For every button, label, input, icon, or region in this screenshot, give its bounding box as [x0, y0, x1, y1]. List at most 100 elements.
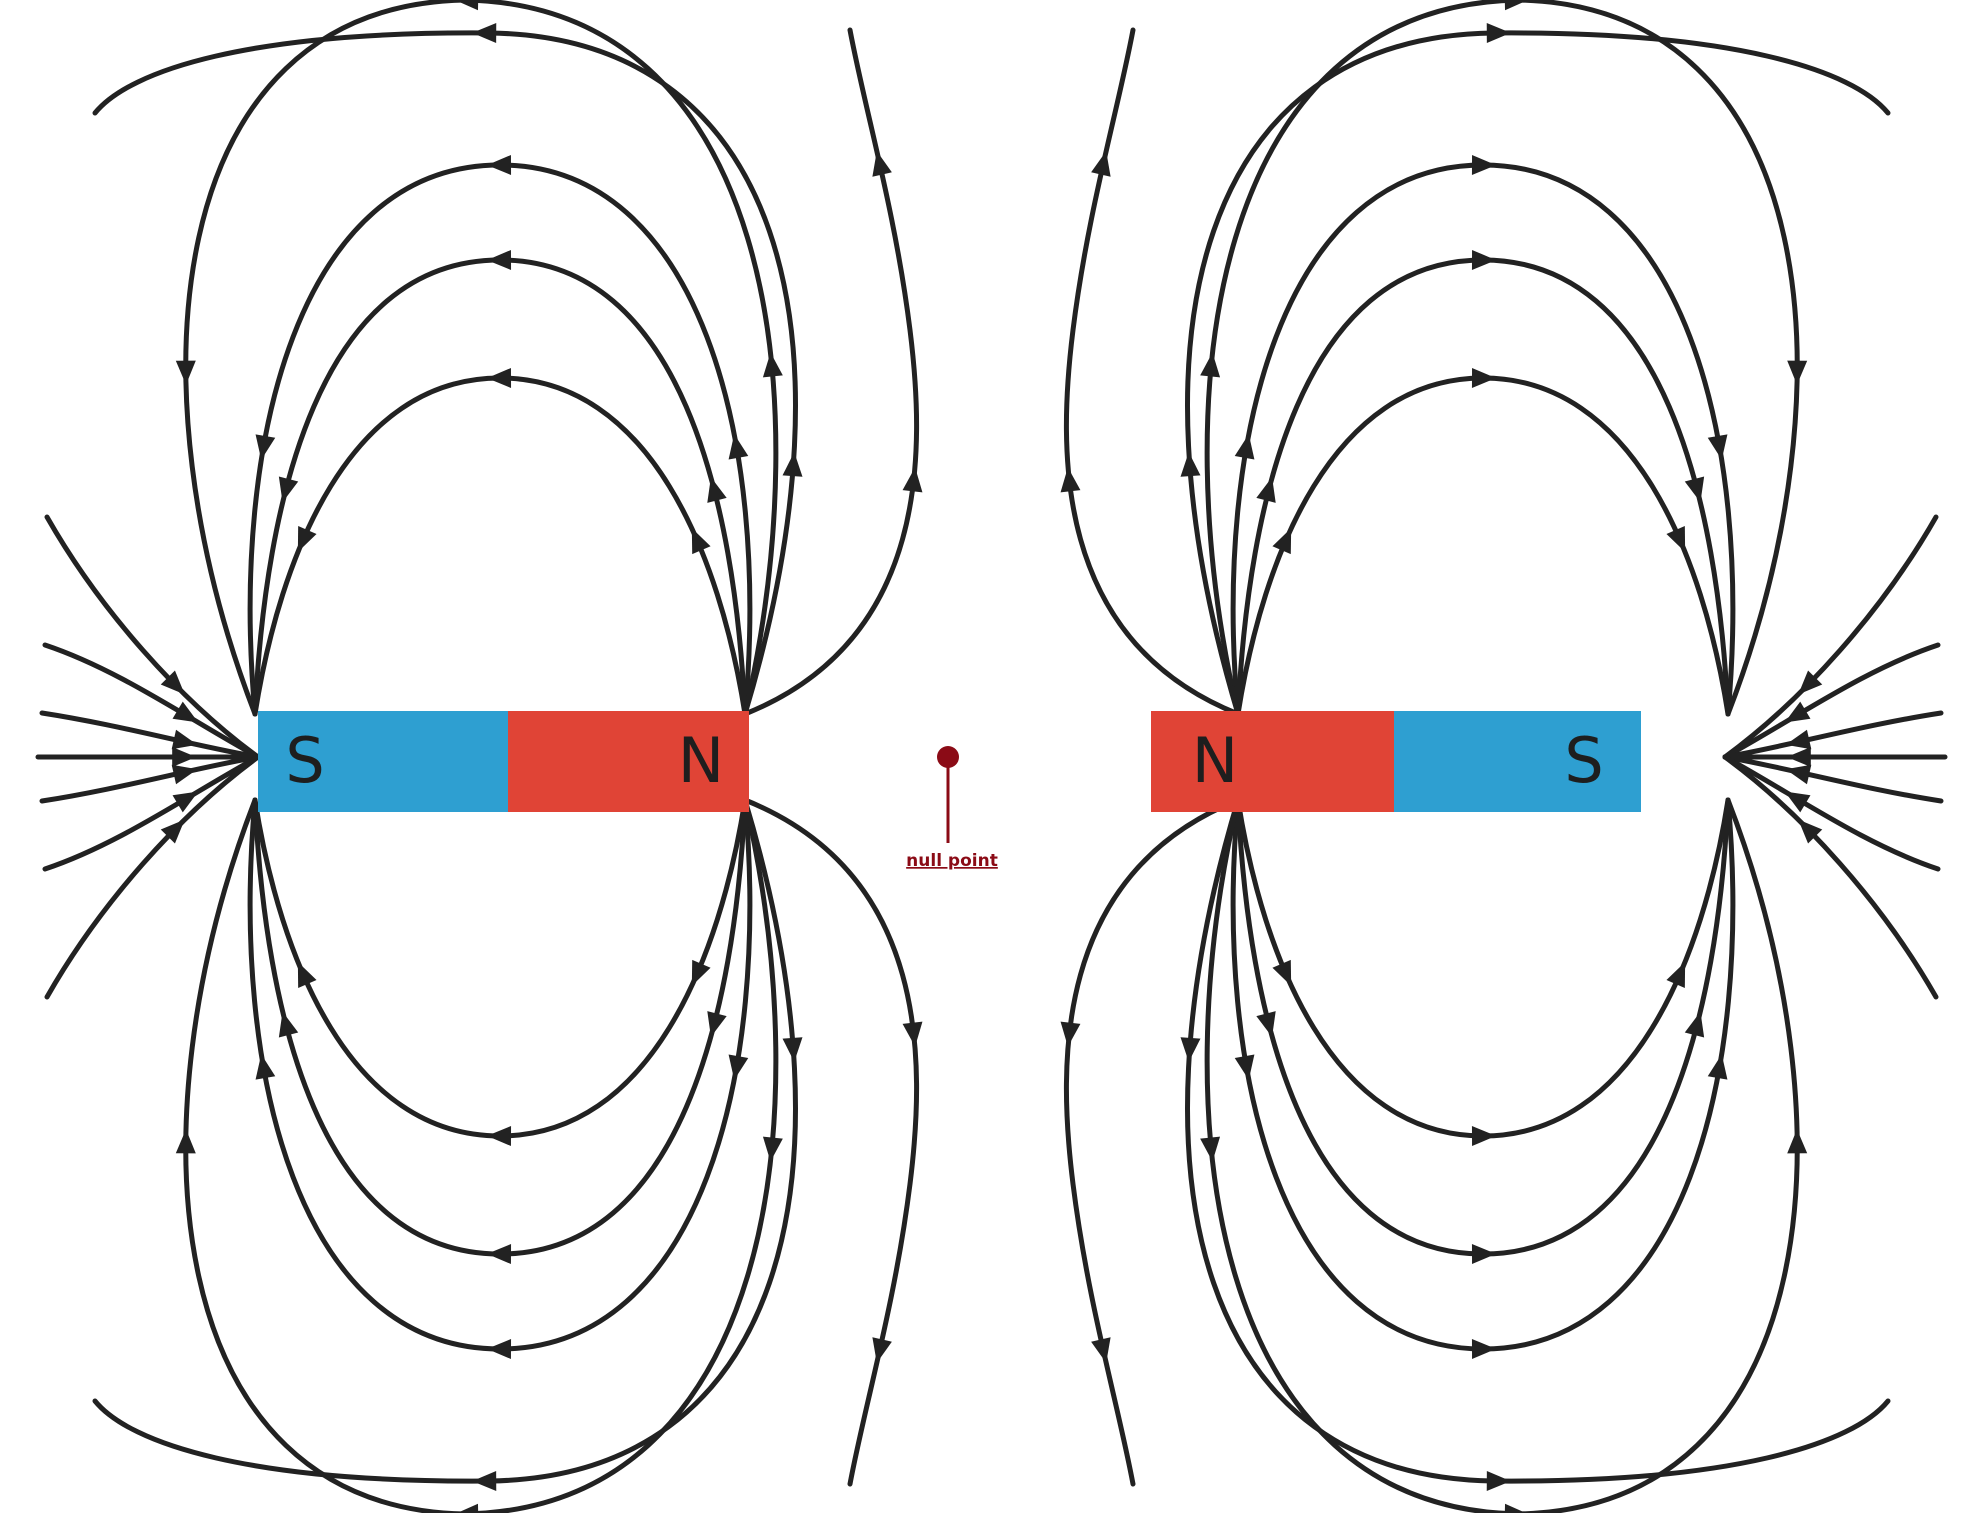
field-line: [1235, 797, 1731, 1139]
field-arrowhead: [1272, 528, 1292, 555]
field-arrowhead: [172, 791, 199, 813]
right-magnet-n-pole: [1151, 711, 1394, 812]
field-arrowhead: [454, 1503, 479, 1513]
left-magnet: S N: [258, 711, 749, 812]
field-arrowhead: [278, 1011, 299, 1038]
field-arrowhead: [902, 467, 923, 493]
field-arrowhead: [1200, 352, 1221, 378]
field-arrowhead: [1787, 360, 1808, 385]
field-arrowhead: [1666, 526, 1686, 553]
field-line: [1230, 797, 1736, 1352]
field-arrowhead: [1471, 1244, 1496, 1265]
field-line: [1230, 162, 1736, 717]
field-line: [1722, 642, 1941, 760]
field-arrowhead: [175, 360, 196, 385]
field-arrowhead: [487, 1126, 512, 1147]
field-arrowhead: [691, 959, 711, 986]
field-arrowhead: [1486, 23, 1511, 44]
field-line: [1722, 754, 1941, 872]
field-line: [1063, 797, 1241, 1487]
field-arrowhead: [1471, 1126, 1496, 1147]
field-arrowhead: [1180, 1037, 1201, 1062]
field-arrowhead: [278, 476, 299, 503]
field-line: [1063, 27, 1241, 717]
field-arrowhead: [1471, 367, 1496, 388]
field-line: [1185, 30, 1891, 717]
field-arrowhead: [872, 151, 892, 177]
field-line: [44, 754, 261, 1000]
field-line: [247, 162, 753, 717]
field-arrowhead: [487, 154, 512, 175]
field-line: [1722, 754, 1939, 1000]
field-arrowhead: [1787, 1129, 1808, 1154]
field-arrowhead: [1471, 1339, 1496, 1360]
field-arrowhead: [171, 729, 198, 750]
field-arrowhead: [255, 434, 276, 460]
field-arrowhead: [872, 1337, 892, 1363]
field-arrowhead: [1784, 701, 1811, 723]
field-arrowhead: [172, 701, 199, 723]
field-arrowhead: [487, 1339, 512, 1360]
field-arrowhead: [160, 670, 185, 695]
field-arrowhead: [172, 747, 197, 767]
field-arrowhead: [1180, 452, 1201, 477]
field-arrowhead: [1707, 1054, 1728, 1080]
field-arrowhead: [1091, 1337, 1111, 1363]
null-point-dot: [937, 746, 959, 768]
field-arrowhead: [171, 764, 198, 785]
field-arrowhead: [1684, 476, 1705, 503]
field-arrowhead: [1684, 1011, 1705, 1038]
field-arrowhead: [1060, 467, 1081, 493]
right-magnet-s-pole: [1394, 711, 1641, 812]
field-arrowhead: [1786, 747, 1811, 767]
field-line: [247, 797, 753, 1352]
null-point-label: null point: [906, 851, 998, 871]
field-line: [252, 797, 748, 1139]
field-line: [44, 514, 261, 760]
field-arrowhead: [1798, 670, 1823, 695]
field-arrowhead: [1784, 791, 1811, 813]
field-arrowhead: [1486, 1470, 1511, 1491]
field-arrowhead: [1234, 1054, 1255, 1080]
field-arrowhead: [707, 477, 727, 503]
field-line: [183, 797, 779, 1513]
field-arrowhead: [1666, 961, 1686, 988]
field-arrowhead: [1060, 1021, 1081, 1047]
field-arrowhead: [1504, 1503, 1529, 1513]
field-arrowhead: [454, 0, 479, 11]
field-arrowhead: [487, 249, 512, 270]
field-arrowhead: [728, 434, 749, 460]
field-line: [1185, 797, 1891, 1484]
field-arrowhead: [1272, 959, 1292, 986]
left-field-lines: [35, 0, 920, 1513]
field-arrowhead: [487, 1244, 512, 1265]
field-line: [1204, 0, 1800, 717]
left-magnet-n-pole: [508, 711, 749, 812]
field-arrowhead: [691, 528, 711, 555]
field-arrowhead: [1785, 764, 1812, 785]
right-magnet: N S: [1151, 711, 1641, 812]
field-line: [92, 797, 798, 1484]
field-line: [252, 375, 748, 717]
field-arrowhead: [255, 1054, 276, 1080]
field-line: [92, 30, 798, 717]
left-magnet-n-label: N: [678, 724, 724, 797]
field-line: [1722, 710, 1944, 760]
field-arrowhead: [160, 819, 185, 844]
field-arrowhead: [1256, 477, 1276, 503]
right-magnet-s-label: S: [1564, 724, 1603, 797]
field-line: [42, 642, 261, 760]
field-arrowhead: [1234, 434, 1255, 460]
field-arrowhead: [782, 452, 803, 477]
field-arrowhead: [487, 367, 512, 388]
left-magnet-s-label: S: [285, 724, 324, 797]
field-line: [39, 754, 261, 804]
field-arrowhead: [175, 1129, 196, 1154]
field-arrowhead: [782, 1037, 803, 1062]
right-magnet-n-label: N: [1192, 724, 1238, 797]
field-arrowhead: [1471, 249, 1496, 270]
field-arrowhead: [1471, 154, 1496, 175]
left-magnet-s-pole: [258, 711, 508, 812]
field-arrowhead: [297, 961, 317, 988]
field-arrowhead: [707, 1011, 727, 1037]
